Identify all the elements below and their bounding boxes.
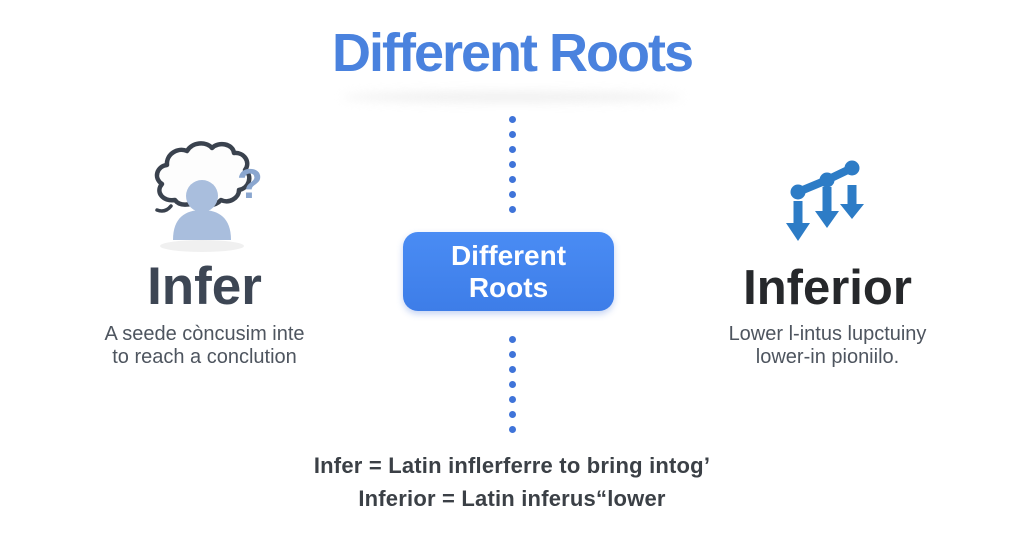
badge-line2: Roots bbox=[468, 271, 549, 303]
dotted-connector-top bbox=[509, 116, 516, 213]
question-mark-glyph: ? bbox=[237, 160, 263, 207]
left-description-line2: to reach a conclution bbox=[112, 346, 297, 368]
trend-point-1 bbox=[790, 184, 806, 200]
trend-point-2 bbox=[819, 172, 835, 188]
page-title: Different Roots bbox=[332, 23, 694, 83]
right-description-line1: Lower l-intus lupctuiny bbox=[728, 323, 927, 345]
dotted-connector-bottom bbox=[509, 336, 516, 433]
down-arrow-3 bbox=[840, 185, 864, 219]
down-arrow-2 bbox=[815, 187, 839, 228]
left-description-line1: A seede còncusim inte bbox=[104, 323, 305, 345]
title-shadow bbox=[342, 92, 682, 102]
right-description-line2: lower-in pioniilo. bbox=[755, 346, 900, 368]
person-head bbox=[186, 180, 218, 212]
etymology-line-inferior: Inferior = Latin inferus“lower bbox=[358, 486, 666, 511]
left-heading-infer: Infer bbox=[147, 257, 262, 316]
right-description: Lower l-intus lupctuiny lower-in pioniil… bbox=[680, 323, 975, 369]
trend-point-3 bbox=[844, 160, 860, 176]
etymology-line-infer: Infer = Latin inflerferre to bring intog… bbox=[313, 453, 711, 478]
thought-cloud-tail bbox=[155, 204, 173, 213]
etymology-footer: Infer = Latin inflerferre to bring intog… bbox=[0, 449, 1024, 515]
right-heading-inferior: Inferior bbox=[743, 261, 912, 315]
declining-trend-icon bbox=[786, 160, 864, 241]
badge-line1: Different bbox=[450, 240, 567, 272]
different-roots-badge: Different Roots bbox=[403, 232, 614, 311]
person-body bbox=[173, 210, 231, 240]
left-description: A seede còncusim inte to reach a conclut… bbox=[57, 323, 352, 369]
down-arrow-1 bbox=[786, 201, 810, 241]
thinking-person-icon: ? bbox=[154, 141, 263, 252]
